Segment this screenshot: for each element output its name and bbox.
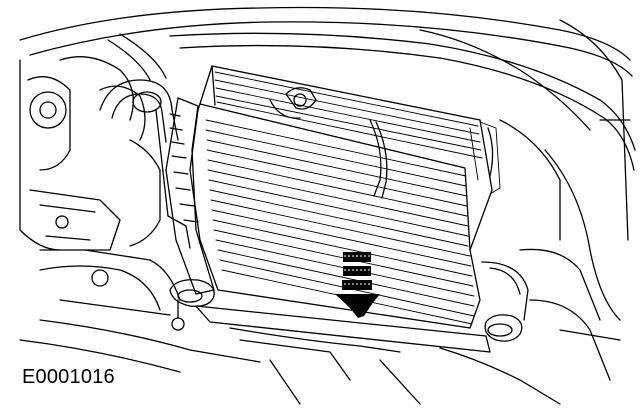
lower-crossmember — [195, 305, 561, 405]
figure-id-label: E0001016 — [22, 366, 115, 388]
lower-mount-left — [169, 279, 215, 331]
condenser-fins — [214, 71, 501, 195]
body-panel-lines — [19, 6, 636, 321]
engine-components-left — [19, 56, 261, 373]
wiring-harness — [369, 119, 494, 199]
engine-components-right — [519, 119, 631, 381]
downward-arrow-icon — [335, 252, 380, 318]
radiator-cap — [269, 87, 317, 119]
radiator-assembly — [189, 65, 493, 329]
radiator-fins — [205, 119, 475, 325]
lower-mount-right — [481, 261, 529, 342]
upper-hose — [99, 33, 179, 143]
